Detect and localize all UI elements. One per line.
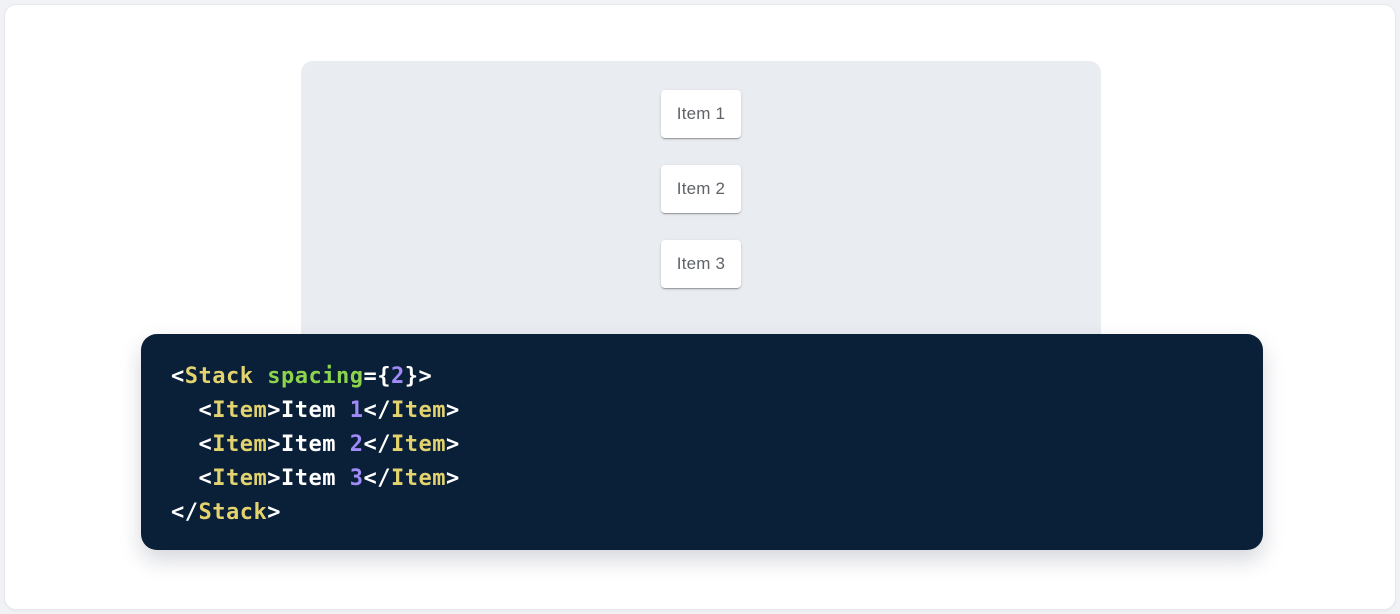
code-token-tag: Item (390, 466, 446, 491)
code-token-punct: </ (363, 466, 391, 491)
demo-panel: Item 1 Item 2 Item 3 (301, 61, 1101, 361)
code-lines: <Stack spacing={2}> <Item>Item 1</Item> … (141, 334, 1263, 530)
code-token-punct: < (171, 466, 213, 491)
code-line: <Item>Item 3</Item> (171, 462, 1263, 496)
code-token-punct: }> (404, 364, 433, 389)
code-line: </Stack> (171, 496, 1263, 530)
code-token-punct: < (171, 432, 213, 457)
code-line: <Item>Item 2</Item> (171, 428, 1263, 462)
code-token-plain (253, 364, 267, 389)
item-card: Item 2 (661, 165, 741, 213)
code-token-tag: Item (212, 398, 268, 423)
code-token-tag: Stack (198, 500, 268, 525)
code-token-tag: Item (390, 432, 446, 457)
item-card: Item 1 (661, 90, 741, 138)
code-token-num: 2 (349, 432, 364, 457)
code-token-tag: Item (212, 432, 268, 457)
code-token-tag: Item (212, 466, 268, 491)
item-label: Item 2 (676, 179, 726, 198)
code-token-tag: Stack (184, 364, 254, 389)
code-token-plain: Item (280, 398, 350, 423)
code-line: <Item>Item 1</Item> (171, 394, 1263, 428)
code-token-attr: spacing (267, 364, 364, 389)
item-stack: Item 1 Item 2 Item 3 (301, 61, 1101, 288)
page-card: Item 1 Item 2 Item 3 <Stack spacing={2}>… (4, 4, 1396, 610)
code-token-num: 3 (349, 466, 364, 491)
item-card: Item 3 (661, 240, 741, 288)
item-label: Item 1 (676, 104, 726, 123)
code-token-punct: > (267, 398, 281, 423)
code-token-punct: </ (363, 432, 391, 457)
code-block: <Stack spacing={2}> <Item>Item 1</Item> … (141, 334, 1263, 550)
code-token-punct: > (267, 432, 281, 457)
code-token-punct: > (445, 466, 460, 491)
code-token-punct: > (267, 466, 281, 491)
code-token-punct: > (267, 500, 281, 525)
code-token-num: 2 (390, 364, 405, 389)
code-token-punct: > (445, 432, 460, 457)
code-token-punct: </ (363, 398, 391, 423)
code-token-punct: > (445, 398, 460, 423)
code-token-plain: Item (280, 432, 350, 457)
code-line: <Stack spacing={2}> (171, 360, 1263, 394)
code-token-punct: ={ (363, 364, 391, 389)
item-label: Item 3 (676, 254, 726, 273)
code-token-num: 1 (349, 398, 364, 423)
code-token-punct: </ (171, 500, 199, 525)
code-token-plain: Item (280, 466, 350, 491)
code-token-punct: < (171, 364, 185, 389)
code-token-punct: < (171, 398, 213, 423)
code-token-tag: Item (390, 398, 446, 423)
